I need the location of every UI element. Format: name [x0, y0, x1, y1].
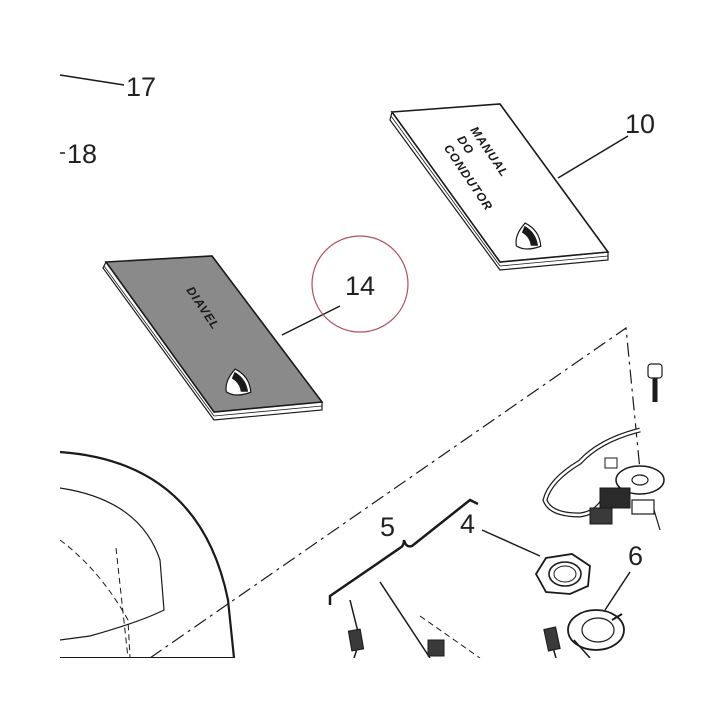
callout-5-label: 5 [380, 512, 395, 542]
callout-10-label: 10 [625, 109, 655, 139]
bolt-part [647, 363, 663, 402]
callout-17-label: 17 [126, 72, 156, 102]
clip-parts [347, 581, 591, 659]
callout-18-label: 18 [67, 139, 97, 169]
ducati-shield-logo-icon [515, 222, 542, 250]
callout-5[interactable]: 5 [328, 498, 479, 605]
assembly-axis-line [149, 326, 641, 659]
highlight-circle [311, 235, 409, 333]
bottom-margin [0, 658, 720, 720]
callout-18[interactable]: 18 [60, 139, 97, 169]
callout-10[interactable]: 10 [557, 109, 655, 179]
callout-6-label: 6 [628, 541, 643, 571]
callout-4[interactable]: 4 [460, 509, 541, 557]
hex-nut-part [534, 553, 591, 595]
callout-14-label: 14 [345, 271, 375, 301]
sensor-assembly [542, 427, 665, 531]
callout-4-label: 4 [460, 509, 475, 539]
owner-manual-cover [390, 103, 610, 263]
callout-6[interactable]: 6 [604, 541, 643, 611]
diavel-manual-book: DIAVEL [102, 255, 324, 421]
callout-14[interactable]: 14 [281, 235, 409, 336]
ducati-shield-logo-icon [225, 368, 252, 396]
diavel-manual-cover [104, 255, 324, 413]
lock-washer-part [567, 609, 625, 651]
callout-17[interactable]: 17 [59, 72, 156, 102]
owner-manual-book: MANUAL DO CONDUTOR [389, 103, 610, 271]
motorcycle-tank-outline [59, 450, 236, 659]
